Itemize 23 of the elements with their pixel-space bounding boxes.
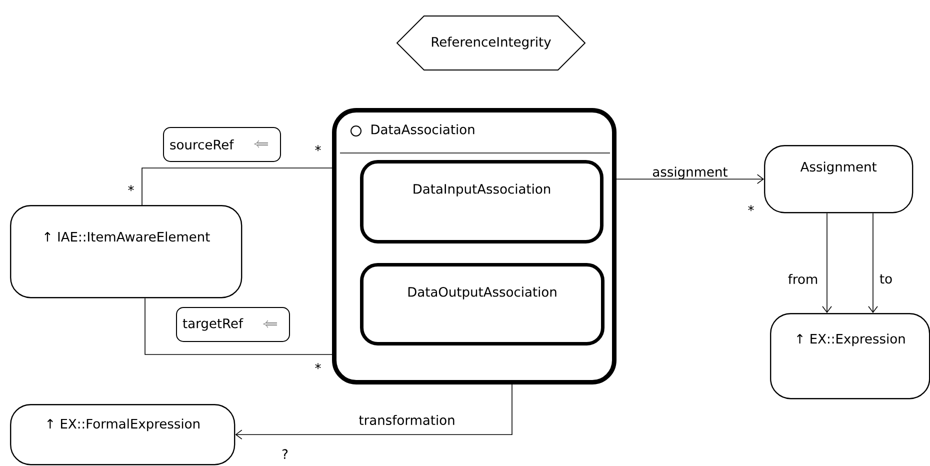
connector [144, 298, 332, 355]
connector [616, 174, 764, 184]
multiplicity-label: * [315, 363, 321, 370]
class-box: DataInputAssociation [360, 160, 604, 244]
multiplicity-label: * [315, 145, 321, 152]
role-box: targetRef [176, 307, 290, 342]
role-box: sourceRef [163, 127, 281, 162]
edge-label: transformation [359, 414, 454, 426]
connector [868, 212, 878, 313]
edge-label: from [788, 274, 818, 284]
class-box: ↑ EX::Expression [770, 313, 930, 400]
connector [822, 212, 832, 313]
class-box: ↑ IAE::ItemAwareElement [10, 205, 242, 298]
multiplicity-label: * [128, 185, 134, 192]
class-box: Assignment [764, 145, 914, 214]
hexagon: ReferenceIntegrity [396, 16, 586, 70]
edge-label: to [880, 274, 892, 284]
class-box: DataOutputAssociation [360, 263, 604, 346]
class-box: ↑ EX::FormalExpression [10, 404, 236, 466]
connector [235, 384, 512, 440]
multiplicity-label: ? [282, 449, 288, 459]
edge-label: assignment [652, 166, 728, 180]
connector [142, 168, 332, 206]
